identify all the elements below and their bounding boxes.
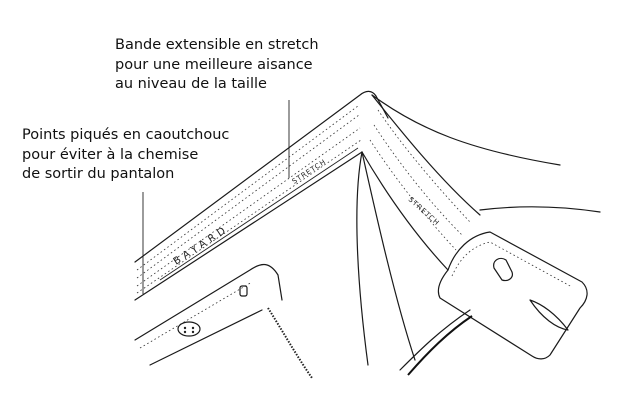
stretch-band-annotation: Bande extensible en stretch pour une mei… xyxy=(115,36,319,95)
right-band-stitch-3 xyxy=(369,139,457,251)
front-right-pocket-edge xyxy=(407,315,473,376)
tab-buttonhole xyxy=(529,299,569,331)
center-fold-right xyxy=(361,151,416,361)
rubber-grip-patch xyxy=(239,285,248,297)
waistband-inner-seam xyxy=(159,147,359,281)
waistband-stitch-4 xyxy=(136,139,362,294)
button-hole-1 xyxy=(183,326,187,330)
stretch-annotation-line-3: au niveau de la taille xyxy=(115,76,267,92)
right-band-bottom-edge xyxy=(361,151,449,271)
waistband-top-edge xyxy=(134,90,389,263)
zipper-teeth xyxy=(267,307,313,379)
waistband-stitch-3 xyxy=(136,127,361,287)
trouser-button xyxy=(177,321,201,337)
waistband-extension-tab xyxy=(437,231,588,360)
right-band-top-edge xyxy=(371,94,481,216)
stretch-annotation-line-1: Bande extensible en stretch xyxy=(115,37,319,53)
rubber-grip-annotation: Points piqués en caoutchouc pour éviter … xyxy=(22,126,229,185)
back-body-upper-edge xyxy=(371,94,561,166)
tab-hook-icon xyxy=(493,257,513,282)
front-panel-top xyxy=(134,264,283,341)
right-band-stitch-1 xyxy=(377,109,471,223)
front-panel-stitch xyxy=(139,281,253,349)
center-fold-left xyxy=(356,151,369,366)
brand-label-text: BAYARD xyxy=(172,224,231,268)
stretch-label-right-text: STRETCH xyxy=(407,196,441,228)
waistband-stitch-2 xyxy=(136,114,360,279)
stretch-annotation-line-2: pour une meilleure aisance xyxy=(115,56,313,73)
rubber-annotation-line-3: de sortir du pantalon xyxy=(22,166,175,182)
waistband-bottom-edge xyxy=(134,151,363,301)
button-hole-4 xyxy=(191,330,195,334)
rubber-annotation-line-1: Points piqués en caoutchouc xyxy=(22,127,230,143)
front-right-seam xyxy=(399,309,471,371)
back-body-lower-edge xyxy=(479,206,601,213)
waistband-stitch-1 xyxy=(136,105,359,271)
front-panel-bottom xyxy=(149,309,263,366)
right-band-stitch-2 xyxy=(373,124,463,236)
rubber-annotation-line-2: pour éviter à la chemise xyxy=(22,146,199,163)
button-hole-3 xyxy=(183,330,187,334)
button-hole-2 xyxy=(191,326,195,330)
tab-stitching xyxy=(451,241,573,288)
